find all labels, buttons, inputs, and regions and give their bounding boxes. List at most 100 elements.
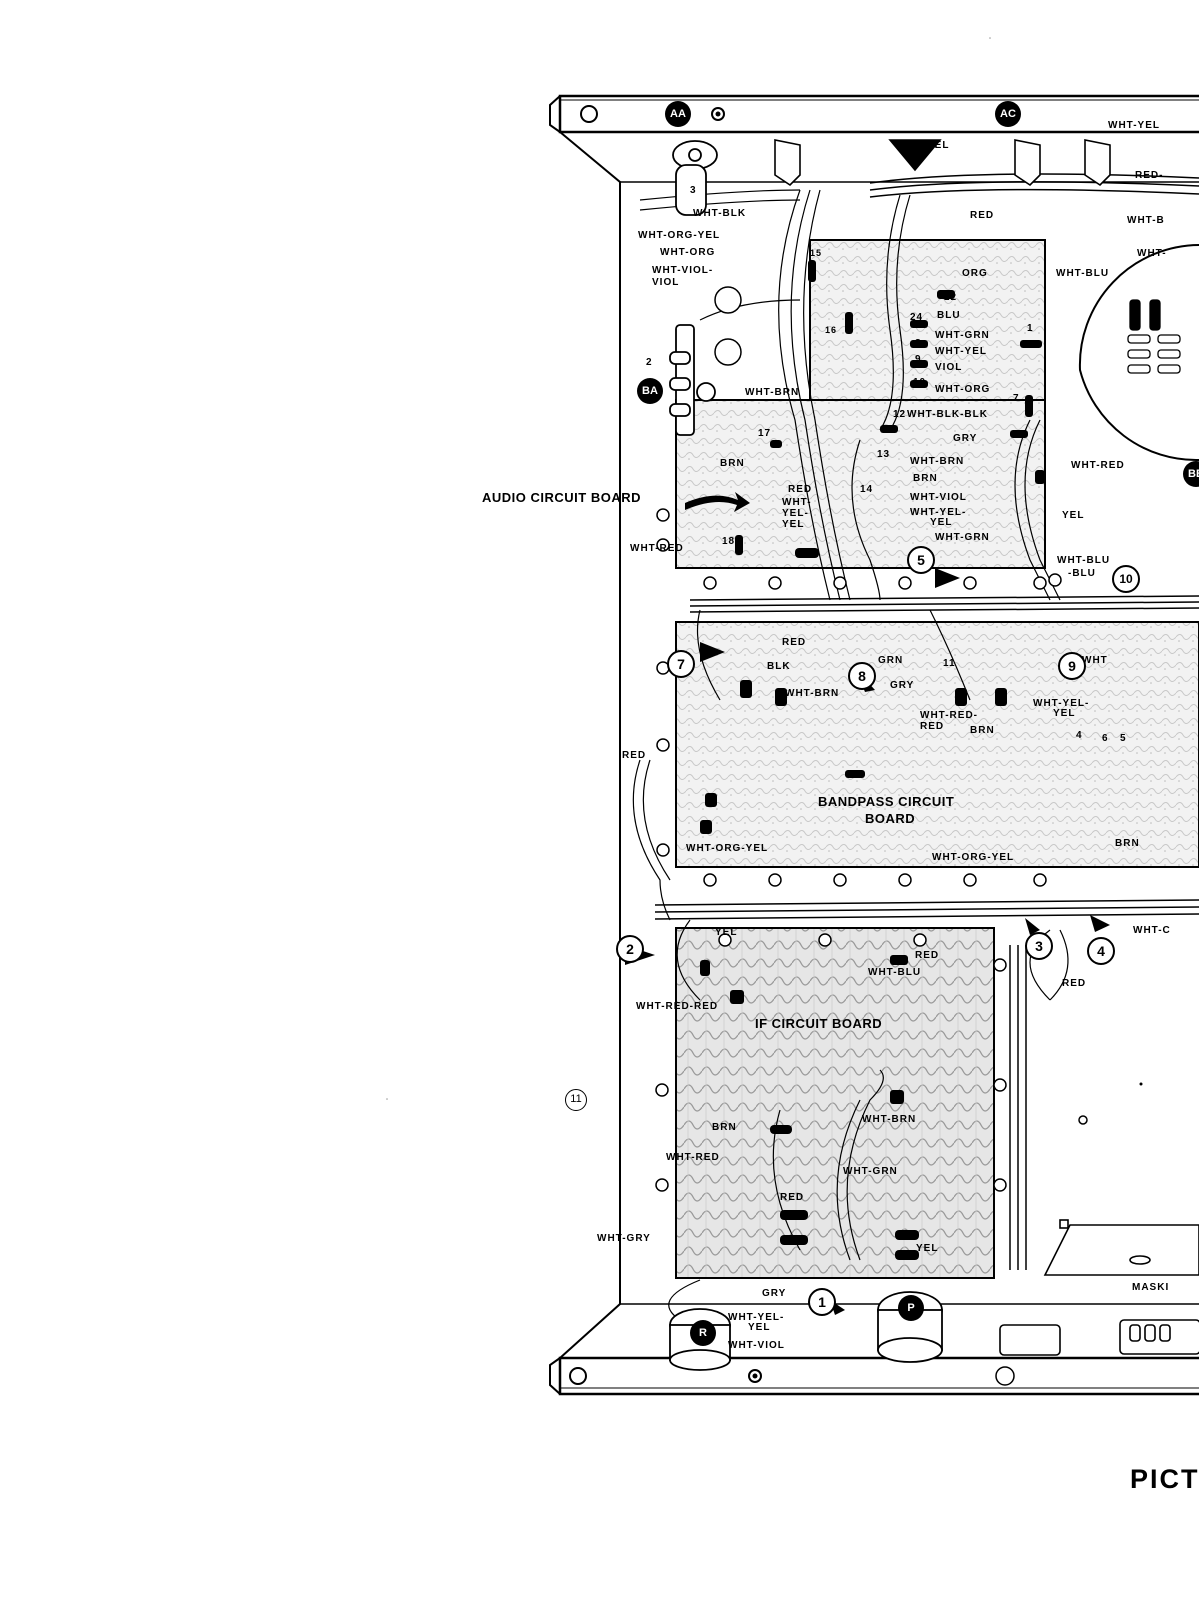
wire-label: WHT-: [782, 497, 812, 508]
pin-number: 16: [825, 325, 838, 335]
wire-label: WHT-GRY: [597, 1233, 651, 1244]
pin-number: 22: [944, 292, 958, 303]
pin-lugs: [700, 260, 1045, 1260]
callout-3: 3: [1025, 932, 1053, 960]
wire-label: WHT-BRN: [785, 688, 840, 699]
wire-label: WHT-VIOL: [910, 492, 967, 503]
tag-aa: AA: [665, 101, 691, 127]
callout-7: 7: [667, 650, 695, 678]
harness: [654, 173, 1199, 1270]
masking-area: [999, 1219, 1199, 1356]
wire-label: WHT-GRN: [935, 330, 990, 341]
bandpass-board-label-1: BANDPASS CIRCUIT: [818, 794, 955, 809]
wire-label: YEL: [1053, 708, 1076, 719]
wire-label: RED: [1062, 978, 1087, 989]
top-rail: [549, 94, 1199, 134]
callout-4: 4: [1087, 937, 1115, 965]
wire-label: GRY: [953, 433, 978, 444]
board-standoffs: [655, 508, 1127, 1192]
wire-label: WHT-YEL-: [728, 1312, 785, 1323]
wire-label: VIOL: [652, 277, 680, 288]
wire-label: BLK: [767, 661, 791, 672]
wire-label: RED: [970, 210, 995, 221]
pin-number: 17: [758, 428, 772, 439]
wire-label: WHT-RED: [666, 1152, 720, 1163]
wire-label: WHT-GRN: [935, 532, 990, 543]
wire-label: RED: [920, 721, 945, 732]
pin-number: 1: [1027, 323, 1034, 334]
wire-label: WHT-VIOL-: [652, 265, 714, 276]
callout-1: 1: [808, 1288, 836, 1316]
tag-ba: BA: [637, 378, 663, 404]
wire-label: WHT-ORG-YEL: [686, 843, 769, 854]
wire-label: WHT-ORG: [660, 247, 716, 258]
callout-9: 9: [1058, 652, 1086, 680]
wire-label: GRN: [878, 655, 904, 666]
wire-label: BRN: [720, 458, 745, 469]
wire-label: WHT-YEL: [935, 346, 987, 357]
potentiometer-aa: [672, 140, 718, 216]
wire-label: WHT-C: [1133, 925, 1171, 936]
wire-label: WHT-BRN: [745, 387, 800, 398]
wire-label: WHT-VIOL: [728, 1340, 785, 1351]
wire-label: WHT-ORG-YEL: [638, 230, 721, 241]
wire-label: RED: [788, 484, 813, 495]
wire-label: YEL: [715, 927, 738, 938]
wire-label: -BLU: [1068, 568, 1096, 579]
callout-5: 5: [907, 546, 935, 574]
wire-label: BRN: [970, 725, 995, 736]
wire-label: YEL: [1062, 510, 1085, 521]
wire-label: WHT-BLK: [693, 208, 747, 219]
wire-label: ORG: [962, 268, 988, 279]
connector-ba: [669, 324, 716, 436]
wire-label: YEL: [927, 140, 950, 151]
pin-number: 24: [910, 312, 924, 323]
tag-p: P: [898, 1295, 924, 1321]
wire-label: WHT-YEL-: [910, 507, 967, 518]
wire-label: GRY: [890, 680, 915, 691]
callout-2: 2: [616, 935, 644, 963]
pin-number: 12: [893, 409, 907, 420]
if-board-label: IF CIRCUIT BOARD: [755, 1016, 883, 1031]
wire-label: RED: [782, 637, 807, 648]
wire-label: WHT-: [1137, 248, 1167, 259]
wire-label: WHT-RED: [1071, 460, 1125, 471]
figure-title: PICT: [1130, 1464, 1199, 1494]
wire-label: VIOL: [935, 362, 963, 373]
wire-label: WHT-RED-: [920, 710, 978, 721]
pin-number: 3: [690, 185, 697, 196]
wire-label: RED: [915, 950, 940, 961]
wire-label: WHT-ORG: [935, 384, 991, 395]
wire-label: YEL: [748, 1322, 771, 1333]
wire-label: BRN: [712, 1122, 737, 1133]
wire-bundles: [632, 189, 1069, 1321]
wire-label: BRN: [1115, 838, 1140, 849]
wire-label: WHT-BRN: [910, 456, 965, 467]
wire-label: GRY: [762, 1288, 787, 1299]
chassis-holes: [714, 286, 742, 366]
wire-label: RED: [780, 1192, 805, 1203]
if-board: [675, 927, 995, 1279]
pin-number: 14: [860, 484, 874, 495]
callout-10: 10: [1112, 565, 1140, 593]
pin-number: 10: [913, 377, 927, 388]
top-brackets: [774, 139, 1111, 187]
wire-label: YEL: [930, 517, 953, 528]
wire-label: WHT-BRN: [862, 1114, 917, 1125]
wire-label: WHT-B: [1127, 215, 1165, 226]
detail-inset: [1078, 244, 1199, 462]
bandpass-board-label-2: BOARD: [865, 811, 916, 826]
wire-label: YEL: [782, 519, 805, 530]
pin-number: 5: [1120, 733, 1127, 744]
pin-number: 11: [943, 658, 956, 669]
pin-number: 18: [722, 536, 736, 547]
pin-number: 4: [1076, 730, 1083, 741]
callout-8: 8: [848, 662, 876, 690]
wire-label: RED-: [1135, 170, 1164, 181]
wire-label: WHT-ORG-YEL: [932, 852, 1015, 863]
pin-number: 7: [1013, 393, 1020, 404]
wire-label: YEL: [916, 1243, 939, 1254]
tag-r: R: [690, 1320, 716, 1346]
